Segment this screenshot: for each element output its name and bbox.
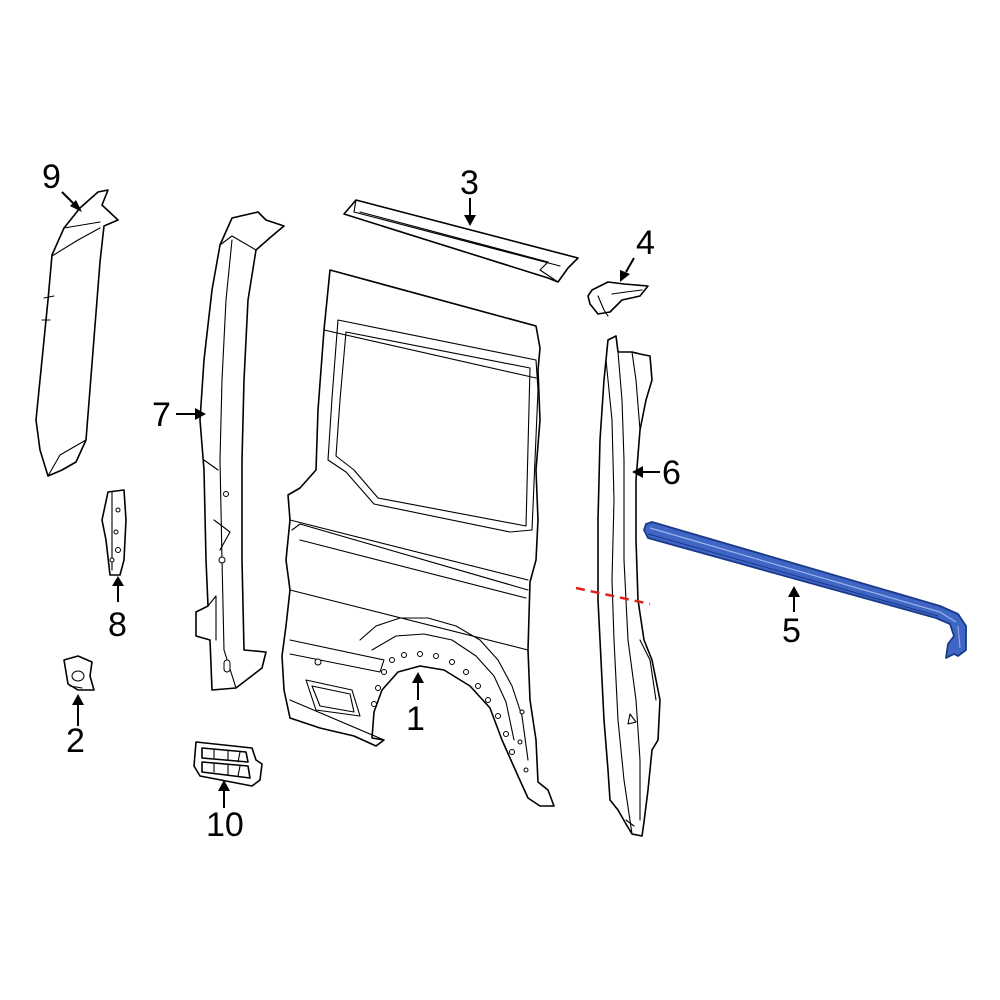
part-7-pillar[interactable] [195, 211, 285, 691]
callout-7: 7 [152, 396, 171, 434]
callout-4: 4 [636, 224, 655, 262]
part-3-roof-rail[interactable] [343, 199, 579, 283]
callout-3: 3 [460, 164, 479, 202]
part-4-bracket[interactable] [587, 281, 649, 317]
part-6-rear-pillar[interactable] [597, 335, 661, 837]
leaders [61, 191, 800, 808]
part-2-plate[interactable] [63, 655, 95, 691]
part-5-sill-rail-highlighted[interactable] [643, 521, 967, 659]
part-9-pillar-trim[interactable] [35, 189, 119, 477]
cut-line [575, 586, 651, 606]
callout-2: 2 [66, 722, 85, 760]
callout-1: 1 [406, 700, 425, 738]
part-10-vent[interactable] [193, 741, 263, 787]
callout-6: 6 [662, 454, 681, 492]
part-8-bracket[interactable] [101, 489, 127, 576]
callout-5: 5 [782, 612, 801, 650]
part-1-side-panel[interactable] [281, 269, 555, 807]
callout-10: 10 [206, 806, 244, 844]
callout-9: 9 [42, 158, 61, 196]
callout-8: 8 [108, 606, 127, 644]
